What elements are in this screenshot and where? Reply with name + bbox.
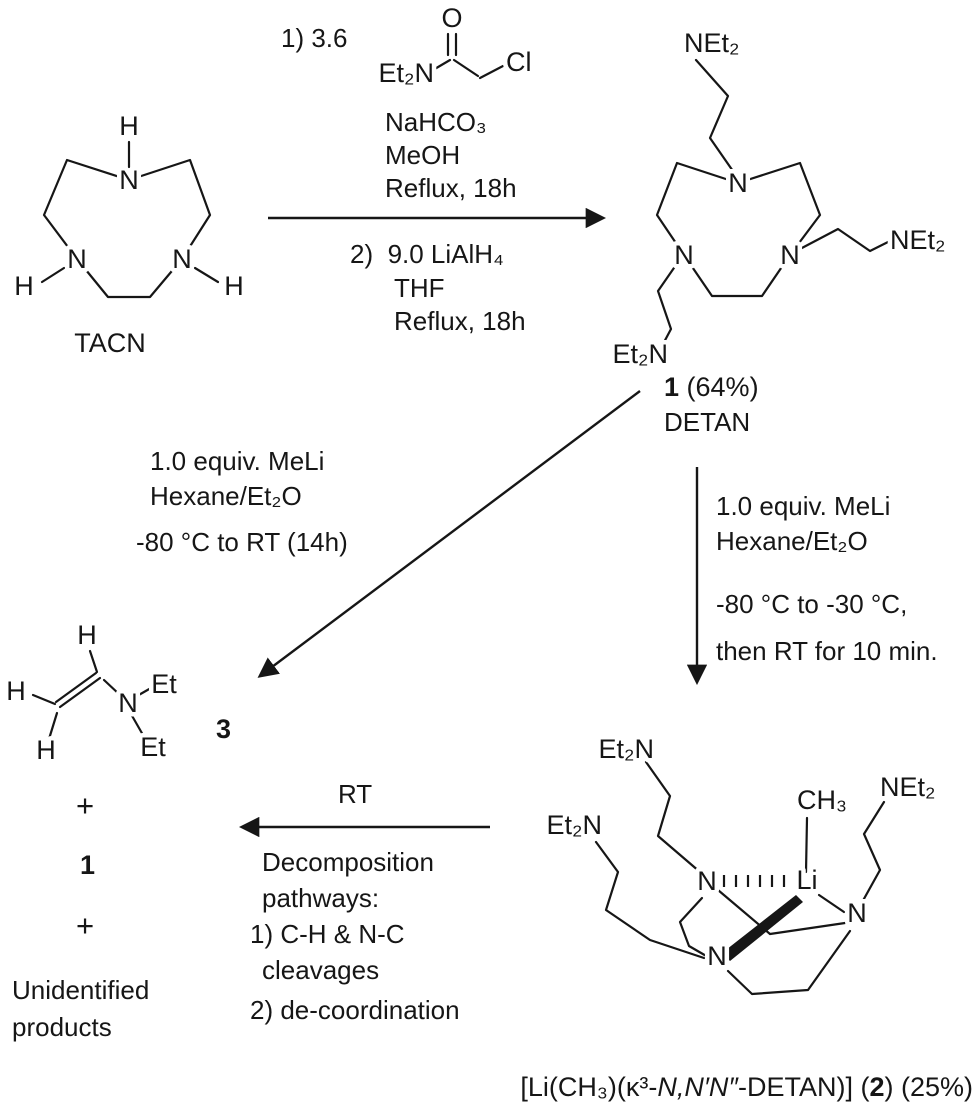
nh-hydrogen-label: H xyxy=(224,271,244,301)
ethyl-label: Et xyxy=(140,732,166,762)
compound2-caption: [Li(CH₃)(κ³-N,N′N″-DETAN)] (2) (25%) xyxy=(420,1072,973,1103)
chlorine-label: Cl xyxy=(506,47,532,77)
cond-thf: THF xyxy=(394,273,445,303)
net2-label: NEt₂ xyxy=(880,772,936,802)
et2n-label: Et₂N xyxy=(599,734,655,764)
left-cond-2: Hexane/Et₂O xyxy=(150,481,302,511)
oxygen-label: O xyxy=(441,3,462,33)
nitrogen-label: N xyxy=(728,168,748,198)
rt-label: RT xyxy=(338,779,373,809)
hydrogen-label: H xyxy=(77,620,97,650)
et2n-label: Et₂N xyxy=(613,339,669,369)
plus-sign: + xyxy=(76,788,95,823)
decomp-line5: 2) de-coordination xyxy=(250,995,460,1025)
right-cond-3: -80 °C to -30 °C, xyxy=(716,589,908,619)
left-cond-3: -80 °C to RT (14h) xyxy=(136,527,348,557)
nh-hydrogen-label: H xyxy=(14,271,34,301)
unidentified-products-line2: products xyxy=(12,1012,112,1042)
decomp-line2: pathways: xyxy=(262,883,380,913)
nitrogen-label: N xyxy=(707,941,727,971)
compound2-bonds xyxy=(594,760,886,996)
compound1-number-yield: 1 (64%) xyxy=(664,372,759,403)
et2n-label: Et₂N xyxy=(547,810,603,840)
step1-prefix: 1) 3.6 xyxy=(281,23,348,53)
right-cond-2: Hexane/Et₂O xyxy=(716,526,868,556)
cond-reflux-1: Reflux, 18h xyxy=(385,173,517,203)
plus-sign: + xyxy=(76,908,95,943)
unidentified-products-line1: Unidentified xyxy=(12,975,150,1005)
nitrogen-label: N xyxy=(118,688,138,718)
tacn-bonds xyxy=(40,140,220,299)
nitrogen-label: N xyxy=(697,866,717,896)
nitrogen-label: N xyxy=(119,165,139,195)
nitrogen-label: N xyxy=(847,898,867,928)
hashed-bond-n-li xyxy=(722,875,786,887)
decomp-line1: Decomposition xyxy=(262,847,434,877)
wedge-bond-li-n xyxy=(722,895,803,961)
arrow-to-compound3 xyxy=(257,390,641,678)
nitrogen-label: N xyxy=(172,244,192,274)
compound1-name: DETAN xyxy=(664,407,751,437)
compound3-bonds xyxy=(31,649,153,741)
methyl-label: CH₃ xyxy=(797,785,847,815)
compound1-bonds xyxy=(655,58,892,348)
caption-italic: N,N′N″ xyxy=(657,1072,738,1102)
compound3-number: 3 xyxy=(216,714,232,744)
right-cond-4: then RT for 10 min. xyxy=(716,636,938,666)
caption-number: 2 xyxy=(869,1072,885,1102)
hydrogen-label: H xyxy=(6,676,26,706)
nitrogen-label: N xyxy=(780,240,800,270)
cond-meoh: MeOH xyxy=(385,140,461,170)
caption-end: ) (25%) xyxy=(884,1072,973,1102)
caption-mid: -DETAN)] ( xyxy=(737,1072,870,1102)
right-cond-1: 1.0 equiv. MeLi xyxy=(716,491,891,521)
lithium-label: Li xyxy=(796,865,817,895)
nitrogen-label: N xyxy=(67,244,87,274)
cond-reflux-2: Reflux, 18h xyxy=(394,306,526,336)
nitrogen-label: N xyxy=(674,240,694,270)
compound1-structure: NEt₂ N N N NEt₂ Et₂N xyxy=(608,24,950,374)
left-cond-1: 1.0 equiv. MeLi xyxy=(150,446,325,476)
caption-pre: [Li(CH₃)(κ³- xyxy=(520,1072,658,1102)
compound2-structure: Et₂N NEt₂ Et₂N CH₃ Li N N N xyxy=(542,730,940,996)
chloroacetamide-structure: O Et₂N Cl xyxy=(374,0,536,93)
ethyl-label: Et xyxy=(151,669,177,699)
net2-label: NEt₂ xyxy=(890,225,946,255)
chloroacetamide-bonds xyxy=(431,32,505,80)
decomp-line3: 1) C-H & N-C xyxy=(250,919,405,949)
nh-hydrogen-label: H xyxy=(119,111,139,141)
tacn-structure: H N N N H H TACN xyxy=(10,107,249,359)
compound1-number-product: 1 xyxy=(80,850,96,880)
et2n-label: Et₂N xyxy=(379,58,435,88)
step2-reagent: 2) 9.0 LiAlH₄ xyxy=(350,239,504,269)
compound1-number: 1 xyxy=(664,372,680,402)
decomp-line4: cleavages xyxy=(262,955,380,985)
net2-label: NEt₂ xyxy=(684,28,740,58)
cond-nahco3: NaHCO₃ xyxy=(385,107,487,137)
tacn-name-label: TACN xyxy=(74,328,146,358)
compound1-yield: (64%) xyxy=(679,372,759,402)
compound3-structure: H H H N Et Et xyxy=(2,616,182,770)
hydrogen-label: H xyxy=(36,735,56,765)
